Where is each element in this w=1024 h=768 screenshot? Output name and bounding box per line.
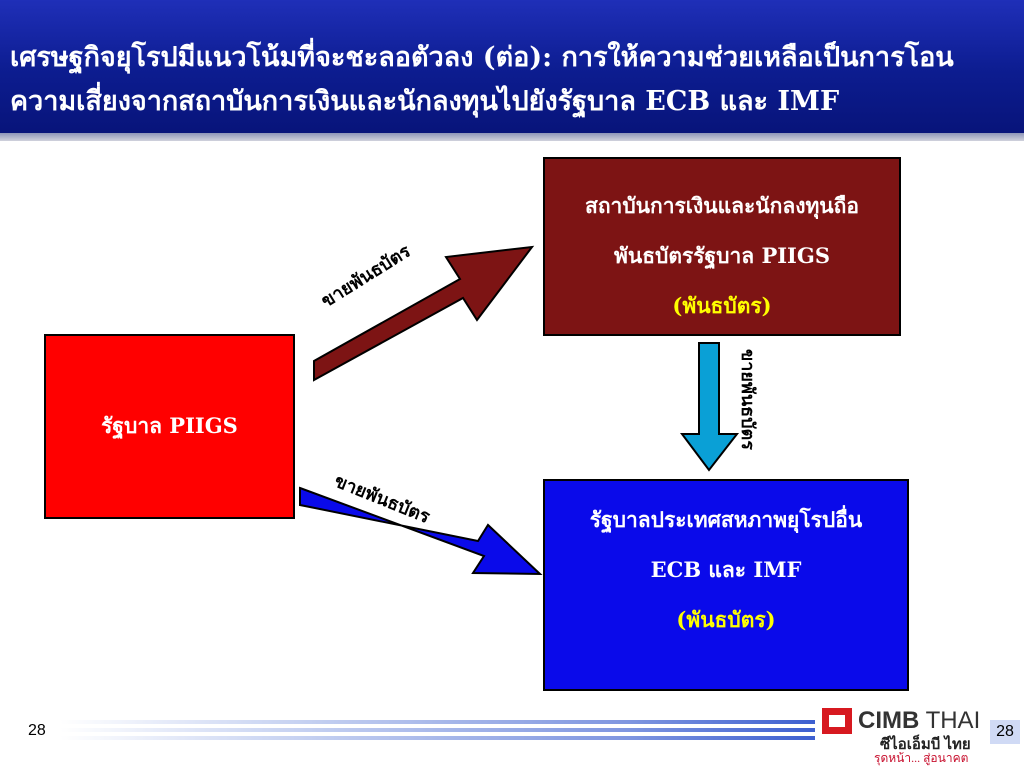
arrow-gov-to-institutions xyxy=(313,245,535,382)
header-divider xyxy=(0,133,1024,141)
title-bar: เศรษฐกิจยุโรปมีแนวโน้มที่จะชะลอตัวลง (ต่… xyxy=(0,0,1024,133)
node-piigs-government-label: รัฐบาล PIIGS xyxy=(101,413,238,438)
cimb-thai-logo: CIMB THAI ซีไอเอ็มบี ไทย รุดหน้า... สู่อ… xyxy=(818,703,988,765)
arrow-gov-to-european xyxy=(299,486,543,576)
cimb-logo-icon xyxy=(822,708,852,734)
slide-title: เศรษฐกิจยุโรปมีแนวโน้มที่จะชะลอตัวลง (ต่… xyxy=(10,36,1010,124)
node-financial-institutions-line-3: (พันธบัตร) xyxy=(672,293,772,318)
arrow-institutions-to-european xyxy=(680,342,740,472)
slide-title-line-2: ความเสี่ยงจากสถาบันการเงินและนักลงทุนไปย… xyxy=(10,86,840,117)
footer-gradient-bars xyxy=(60,720,815,750)
node-financial-institutions-line-1: สถาบันการเงินและนักลงทุนถือ xyxy=(585,193,859,218)
label-sell-bonds-down: ขายพันธบัตร xyxy=(737,349,758,450)
node-european-governments-line-3: (พันธบัตร) xyxy=(676,607,776,632)
page-number-right: 28 xyxy=(990,720,1020,744)
footer-bar xyxy=(60,736,815,740)
logo-tagline: รุดหน้า... สู่อนาคต xyxy=(874,751,969,765)
slide-title-line-1: เศรษฐกิจยุโรปมีแนวโน้มที่จะชะลอตัวลง (ต่… xyxy=(10,42,954,73)
page-number-left: 28 xyxy=(28,722,46,739)
node-piigs-government: รัฐบาล PIIGS xyxy=(44,334,295,519)
logo-country: THAI xyxy=(925,707,981,734)
footer-bar xyxy=(60,728,815,732)
node-european-governments: รัฐบาลประเทศสหภาพยุโรปอื่น ECB และ IMF (… xyxy=(543,479,909,691)
footer-bar xyxy=(60,720,815,724)
node-financial-institutions-line-2: พันธบัตรรัฐบาล PIIGS xyxy=(614,243,830,268)
node-european-governments-line-2: ECB และ IMF xyxy=(650,557,802,582)
node-financial-institutions: สถาบันการเงินและนักลงทุนถือ พันธบัตรรัฐบ… xyxy=(543,157,901,336)
node-european-governments-line-1: รัฐบาลประเทศสหภาพยุโรปอื่น xyxy=(589,507,863,532)
logo-wordmark: CIMB THAI xyxy=(858,707,980,735)
logo-brand: CIMB xyxy=(858,707,920,734)
logo-thai-name: ซีไอเอ็มบี ไทย xyxy=(880,736,971,753)
